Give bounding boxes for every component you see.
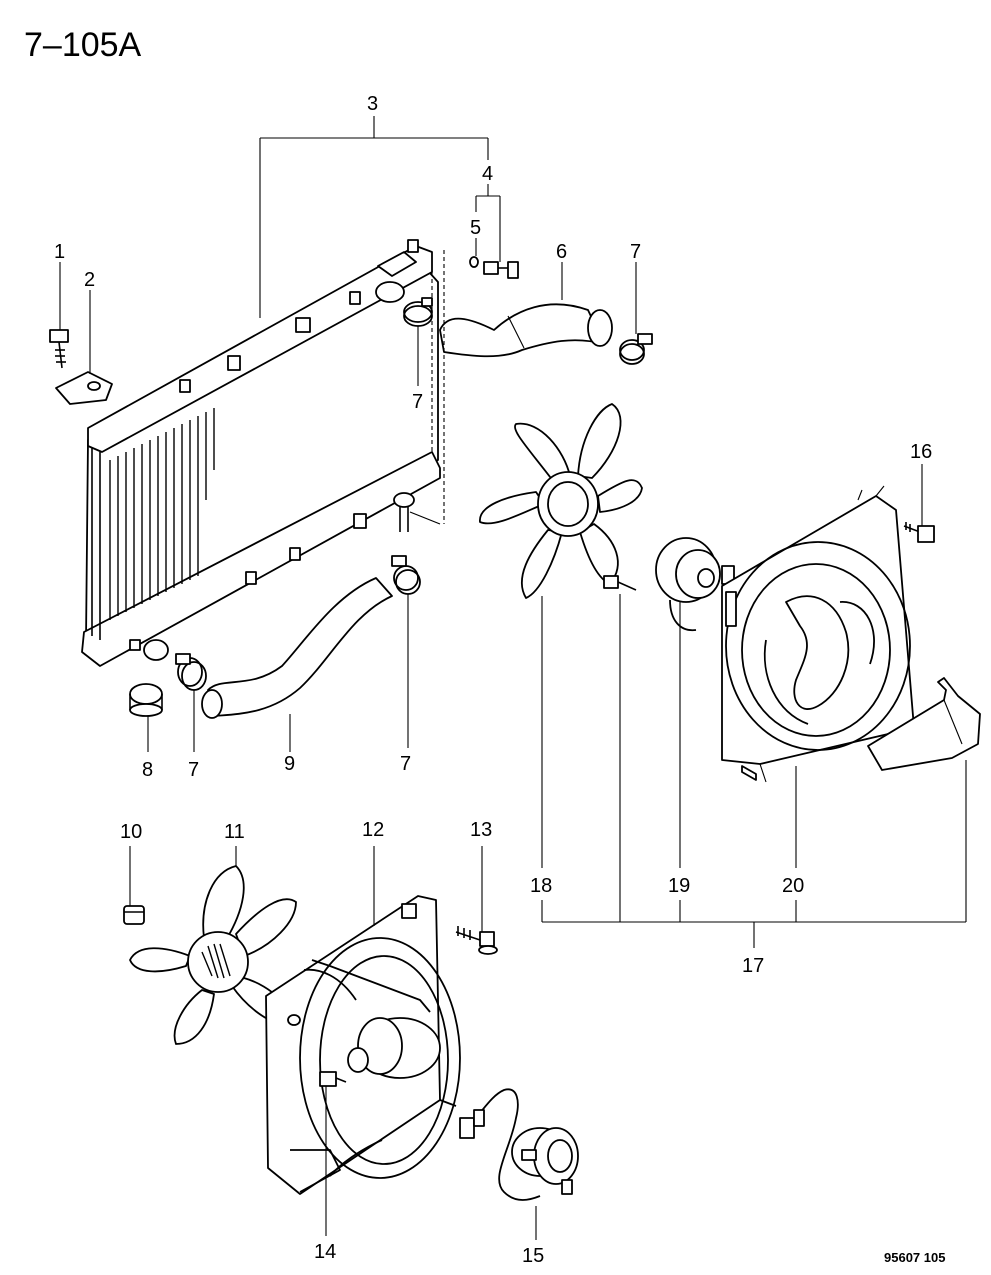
callout-9: 9 — [284, 753, 295, 775]
nut-fastener — [603, 575, 637, 591]
radiator — [81, 239, 441, 667]
callout-20: 20 — [782, 875, 804, 897]
leader-lines — [59, 116, 967, 1240]
radiator-core-fins — [109, 408, 215, 620]
callout-7-lower-left: 7 — [188, 759, 199, 781]
lower-hose-9 — [201, 577, 393, 719]
callout-numbers: 1 2 3 4 5 6 7 7 8 7 9 7 16 18 19 20 17 1… — [54, 93, 932, 1267]
callout-2: 2 — [84, 269, 95, 291]
radiator-cap-4 — [483, 261, 519, 279]
bolt-1 — [49, 329, 69, 369]
callout-1: 1 — [54, 241, 65, 263]
nut-14 — [319, 1071, 347, 1087]
reference-code: 95607 105 — [884, 1250, 945, 1265]
bolt-13 — [455, 926, 498, 955]
gasket-5 — [469, 256, 479, 268]
callout-11: 11 — [224, 821, 245, 843]
callout-7-upper-right: 7 — [630, 241, 641, 263]
mount-bracket-2 — [55, 371, 113, 405]
callout-18: 18 — [530, 875, 552, 897]
callout-5: 5 — [470, 217, 481, 239]
hose-clamp-upper-right — [619, 333, 653, 365]
fan-motor-15 — [459, 1088, 579, 1201]
hose-clamp-lower-left — [175, 653, 207, 691]
callout-10: 10 — [120, 821, 142, 843]
drain-plug-8 — [129, 683, 163, 717]
callout-4: 4 — [482, 163, 493, 185]
upper-hose-6 — [439, 303, 613, 358]
callout-7-upper-left: 7 — [412, 391, 423, 413]
diagram-title: 7–105A — [24, 26, 142, 64]
fan-blade-11 — [129, 865, 297, 1045]
fan-blade-18 — [479, 403, 643, 599]
callout-8: 8 — [142, 759, 153, 781]
bolt-16 — [903, 522, 935, 543]
fan-motor-19 — [655, 537, 735, 632]
callout-19: 19 — [668, 875, 690, 897]
callout-14: 14 — [314, 1241, 336, 1263]
hose-clamp-upper-left — [403, 297, 433, 327]
shroud-side-cover — [867, 677, 981, 771]
callout-3: 3 — [367, 93, 378, 115]
hose-clamp-lower-right — [391, 555, 421, 595]
callout-13: 13 — [470, 819, 492, 841]
nut-10 — [123, 905, 145, 925]
callout-7-lower-right: 7 — [400, 753, 411, 775]
callout-17: 17 — [742, 955, 764, 977]
callout-6: 6 — [556, 241, 567, 263]
callout-15: 15 — [522, 1245, 544, 1267]
callout-12: 12 — [362, 819, 384, 841]
fan-shroud-12 — [265, 895, 461, 1195]
callout-16: 16 — [910, 441, 932, 463]
